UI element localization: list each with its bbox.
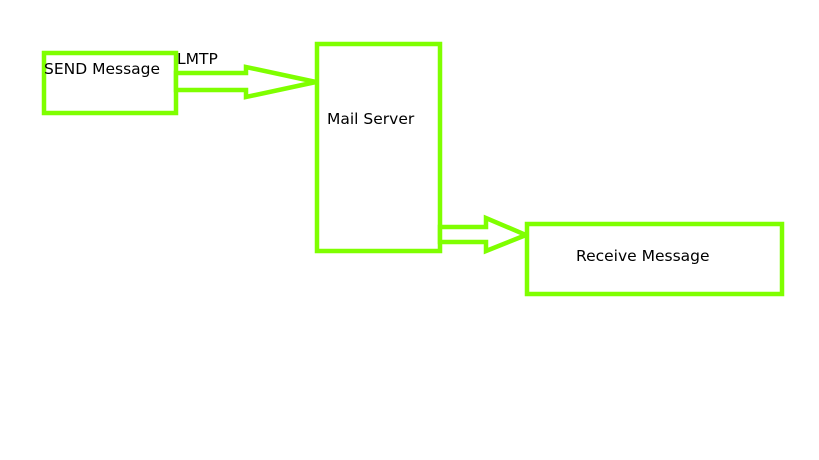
mail-server-label: Mail Server — [327, 110, 415, 128]
block-arrow-server-to-receive — [437, 214, 532, 255]
receive-message-node — [524, 221, 785, 297]
receive-message-label: Receive Message — [576, 247, 710, 265]
mail-server-node — [314, 41, 443, 254]
send-message-label: SEND Message — [44, 60, 160, 78]
send-message-node — [41, 50, 179, 116]
block-arrow-send-to-server — [173, 64, 317, 100]
lmtp-edge-label: LMTP — [177, 50, 218, 68]
